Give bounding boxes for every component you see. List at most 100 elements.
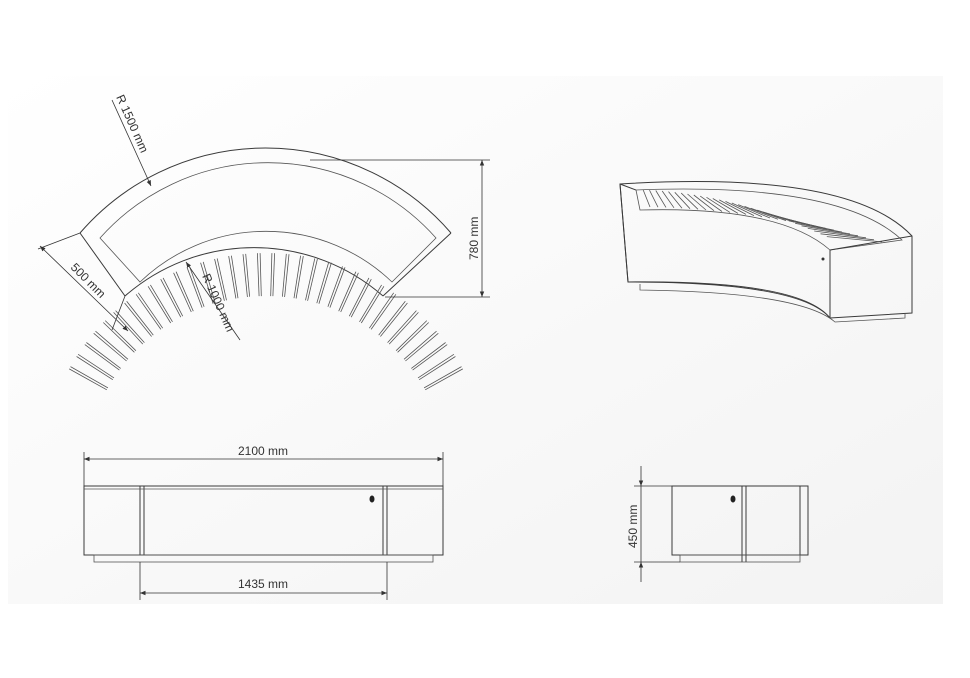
- iso-bolt: [821, 257, 825, 261]
- plan-slat: [329, 267, 346, 308]
- iso-slat: [699, 195, 723, 212]
- iso-slat: [788, 220, 835, 231]
- plan-slat: [124, 302, 152, 337]
- plan-slat: [405, 332, 439, 362]
- plan-slat: [318, 262, 332, 304]
- iso-slat: [744, 206, 779, 220]
- plan-slat: [272, 253, 275, 297]
- iso-slat: [680, 192, 699, 210]
- iso-slat: [820, 233, 875, 241]
- plan-slat: [77, 353, 115, 379]
- iso-slat: [731, 202, 763, 218]
- plan-slat: [200, 262, 214, 304]
- plan-slat: [380, 302, 408, 337]
- side-plinth: [679, 554, 801, 563]
- plan-slat: [228, 256, 237, 299]
- plan-slat: [231, 255, 239, 299]
- plan-slat: [76, 356, 114, 381]
- iso-slat: [712, 198, 739, 214]
- plan-slat: [93, 332, 127, 362]
- plan-slat: [360, 286, 385, 324]
- plan-slat: [126, 301, 154, 336]
- plan-slat: [189, 266, 205, 307]
- plan-slat: [395, 320, 428, 351]
- iso-slat: [814, 230, 867, 239]
- plan-slat: [327, 266, 343, 307]
- iso-slat: [750, 207, 787, 221]
- plan-slat: [412, 344, 448, 371]
- iso-slat: [719, 199, 747, 215]
- plan-slat: [242, 254, 248, 298]
- plan-slat: [162, 277, 184, 317]
- iso-slat: [801, 225, 851, 235]
- iso-slat: [807, 228, 859, 237]
- plan-right-end: [382, 232, 452, 297]
- plan-slat: [370, 294, 397, 330]
- plan-slat: [69, 368, 107, 391]
- plan-slat: [387, 310, 417, 343]
- front-dimensions: 2100 mm 1435 mm: [83, 444, 444, 600]
- plan-slat: [270, 253, 273, 297]
- plan-slat: [388, 312, 419, 345]
- plan-slat: [135, 294, 162, 330]
- depth-ext-1: [37, 232, 81, 250]
- plan-slat: [403, 330, 437, 360]
- plan-slat: [418, 356, 456, 381]
- depth-ext-2: [111, 295, 126, 331]
- front-bolt: [369, 495, 375, 503]
- iso-left-edge: [619, 183, 629, 283]
- height-label: 450 mm: [626, 505, 640, 548]
- plan-slat: [186, 267, 203, 308]
- plan-slat: [411, 342, 446, 369]
- inner-radius-leader: [185, 261, 241, 341]
- plan-slat: [340, 272, 359, 313]
- outer-radius-leader: [111, 99, 152, 187]
- plan-slat: [214, 258, 225, 301]
- plan-slat: [137, 292, 164, 329]
- iso-plinth: [639, 284, 906, 323]
- plan-height-label: 780 mm: [467, 217, 481, 260]
- plan-slat: [160, 279, 182, 318]
- side-bolt: [730, 495, 736, 503]
- iso-slat: [661, 190, 675, 209]
- plan-slat: [348, 277, 370, 317]
- iso-slat: [826, 236, 883, 243]
- inner-length-label: 1435 mm: [238, 577, 288, 591]
- plan-slat: [147, 286, 172, 324]
- plan-slat: [245, 253, 250, 297]
- isometric-view: [619, 181, 913, 323]
- plan-slat: [95, 330, 129, 360]
- iso-slat: [706, 196, 731, 213]
- iso-bottom-front: [627, 281, 831, 319]
- front-plinth: [93, 554, 434, 563]
- plan-slat: [86, 342, 121, 369]
- slat-frame: [99, 162, 437, 283]
- plan-slat: [175, 271, 194, 312]
- iso-slat: [642, 189, 651, 208]
- iso-top-left: [619, 183, 637, 191]
- depth-dim-line: [39, 245, 129, 332]
- iso-slats: [642, 189, 883, 243]
- plan-slat: [284, 254, 290, 298]
- plan-slat: [295, 256, 304, 299]
- iso-seat-frame: [635, 188, 903, 251]
- plan-slat: [425, 368, 463, 391]
- plan-inner-arc: [124, 247, 384, 297]
- iso-slat: [725, 201, 755, 216]
- side-view: [671, 485, 809, 563]
- plan-slat: [338, 271, 357, 312]
- plan-slat: [316, 261, 330, 304]
- plan-slat: [350, 279, 372, 318]
- plan-slat: [282, 253, 287, 297]
- plan-slat: [257, 253, 260, 297]
- iso-slat: [738, 204, 771, 219]
- plan-slat: [368, 292, 395, 329]
- plan-slat: [150, 284, 173, 323]
- plan-slat: [417, 353, 455, 379]
- side-dimensions: 450 mm: [626, 466, 680, 582]
- iso-slat: [693, 194, 715, 212]
- iso-slat: [674, 192, 691, 209]
- plan-slat: [359, 284, 382, 323]
- plan-slat: [259, 253, 262, 297]
- plan-slat: [173, 272, 192, 313]
